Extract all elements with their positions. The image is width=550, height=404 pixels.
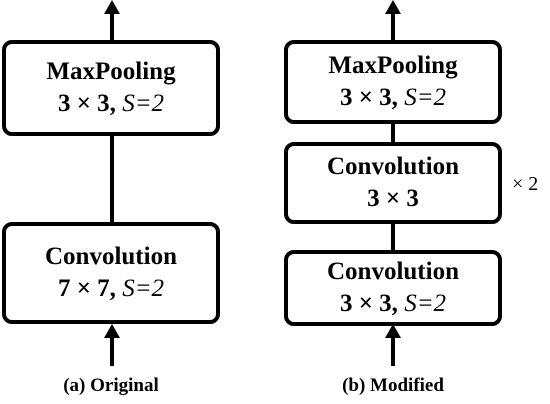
block-title: Convolution xyxy=(327,258,459,285)
input-arrowhead-left xyxy=(104,324,120,338)
block-title: Convolution xyxy=(327,153,459,180)
output-arrowhead-right xyxy=(385,0,401,14)
output-arrowhead-left xyxy=(104,0,120,14)
block-param: 3 × 3, S=2 xyxy=(339,84,447,111)
block-param: 3 × 3 xyxy=(367,185,419,212)
block-param: 3 × 3, S=2 xyxy=(339,290,447,317)
block-title: MaxPooling xyxy=(46,58,176,85)
caption-modified: (b) Modified xyxy=(342,375,444,396)
block-title: MaxPooling xyxy=(328,52,458,79)
conv-block-original: Convolution 7 × 7, S=2 xyxy=(2,222,220,324)
conv-block-strided: Convolution 3 × 3, S=2 xyxy=(284,250,502,326)
caption-original: (a) Original xyxy=(63,375,159,396)
maxpool-block-modified: MaxPooling 3 × 3, S=2 xyxy=(284,40,502,124)
block-param: 3 × 3, S=2 xyxy=(57,90,165,117)
repeat-count-label: × 2 xyxy=(512,173,539,195)
block-title: Convolution xyxy=(45,243,177,270)
maxpool-block-original: MaxPooling 3 × 3, S=2 xyxy=(2,40,220,136)
block-param: 7 × 7, S=2 xyxy=(57,275,165,302)
input-arrowhead-right xyxy=(385,324,401,338)
conv-block-repeated: Convolution 3 × 3 xyxy=(284,142,502,224)
